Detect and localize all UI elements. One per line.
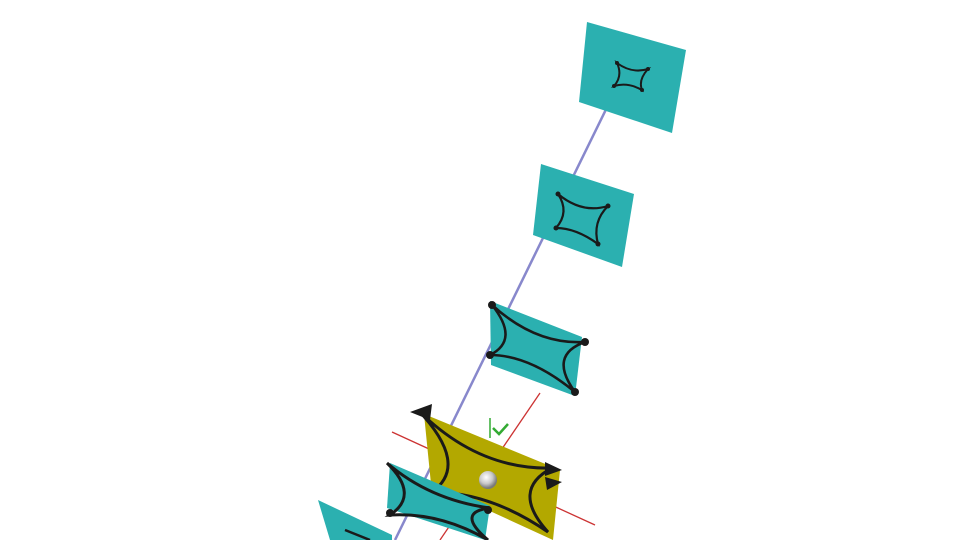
plane-1[interactable]	[579, 22, 686, 133]
cross-curve-4	[416, 408, 553, 534]
y-axis-gizmo[interactable]	[489, 418, 509, 438]
cone-arrow-icon	[410, 404, 432, 420]
plane-6[interactable]	[318, 500, 392, 540]
cone-arrow-icon	[545, 477, 562, 490]
plane-2[interactable]	[533, 164, 634, 267]
pivot-sphere[interactable]	[479, 471, 497, 489]
plane-3[interactable]	[486, 301, 589, 396]
checkmark-icon	[492, 423, 509, 436]
cone-arrow-icon	[545, 462, 562, 476]
